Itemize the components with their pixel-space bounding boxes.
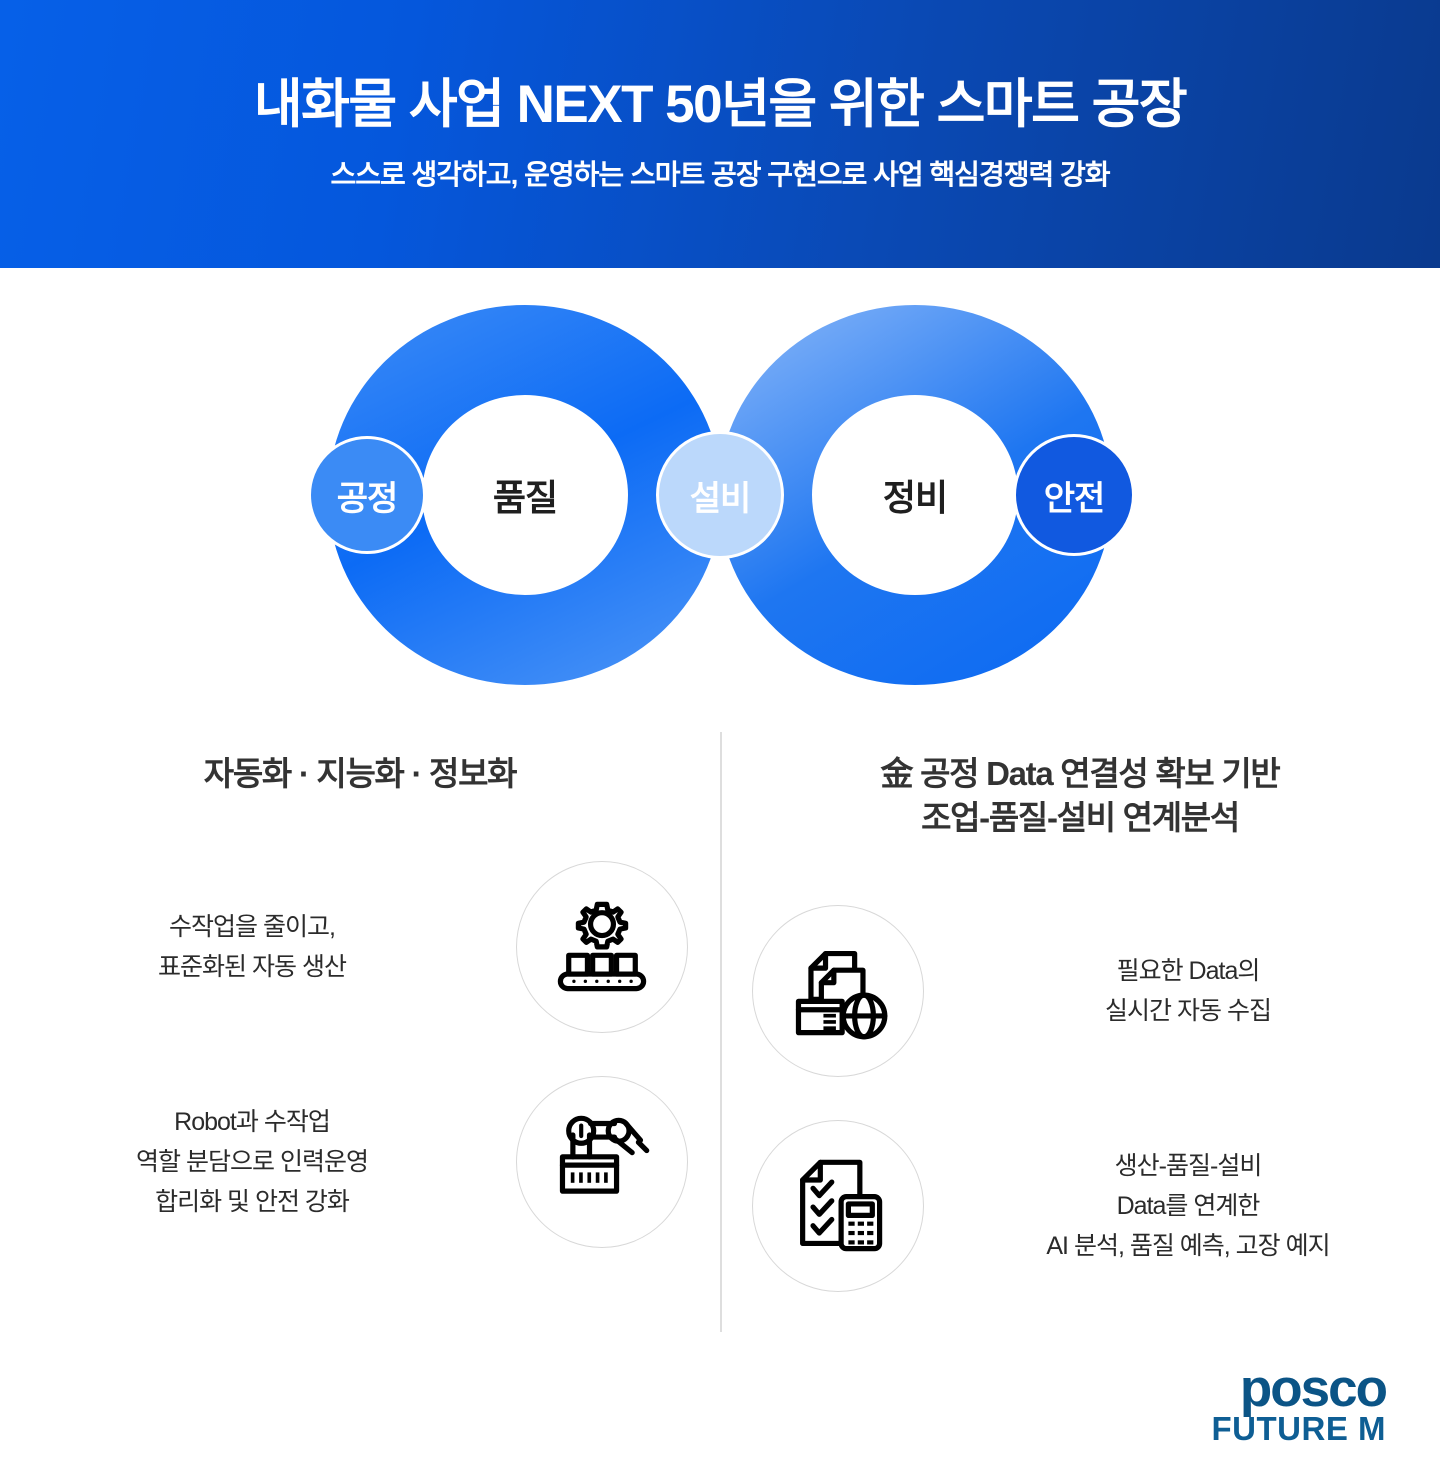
list-item-line: 필요한 Data의 — [1116, 957, 1261, 986]
list-item-line: 표준화된 자동 생산 — [158, 953, 347, 982]
list-item-line: AI 분석, 품질 예측, 고장 예지 — [1046, 1232, 1330, 1261]
logo-future-m-text: FUTURE M — [1211, 1410, 1386, 1448]
logo-posco-text: posco — [1239, 1359, 1388, 1419]
list-item-line: Data를 연계한 — [1116, 1192, 1261, 1221]
list-item: 수작업을 줄이고, 표준화된 자동 생산 — [10, 840, 710, 1055]
left-column-heading: 자동화 · 지능화 · 정보화 — [203, 755, 518, 792]
page-title: 내화물 사업 NEXT 50년을 위한 스마트 공장 — [253, 74, 1188, 134]
right-column-heading-line1: 金 공정 Data 연결성 확보 기반 — [880, 755, 1281, 792]
diagram-node-process: 공정 — [308, 436, 426, 554]
documents-globe-icon — [752, 905, 924, 1078]
list-item-line: Robot과 수작업 — [174, 1108, 331, 1137]
checklist-calculator-icon-glyph — [800, 1159, 883, 1252]
list-item: Robot과 수작업 역할 분담으로 인력운영 합리화 및 안전 강화 — [10, 1055, 710, 1270]
column-divider — [720, 732, 722, 1332]
list-item-line: 생산-품질-설비 — [1114, 1152, 1263, 1181]
list-item-line: 합리화 및 안전 강화 — [155, 1188, 350, 1217]
page-subtitle: 스스로 생각하고, 운영하는 스마트 공장 구현으로 사업 핵심경쟁력 강화 — [330, 159, 1110, 191]
robot-arm-icon-glyph — [559, 1116, 650, 1195]
list-item-line: 수작업을 줄이고, — [169, 913, 336, 942]
left-column-rows: 수작업을 줄이고, 표준화된 자동 생산 — [10, 840, 710, 1270]
left-column: 자동화 · 지능화 · 정보화 — [10, 752, 710, 1270]
list-item: 생산-품질-설비 Data를 연계한 AI 분석, 품질 예측, 고장 예지 — [730, 1099, 1430, 1314]
list-item-text: 생산-품질-설비 Data를 연계한 AI 분석, 품질 예측, 고장 예지 — [946, 1146, 1430, 1266]
conveyor-gear-icon-glyph — [557, 902, 647, 992]
list-item-line: 실시간 자동 수집 — [1105, 997, 1272, 1026]
diagram-node-safety: 안전 — [1013, 434, 1135, 556]
right-column-rows: 필요한 Data의 실시간 자동 수집 — [730, 884, 1430, 1314]
list-item-text: Robot과 수작업 역할 분담으로 인력운영 합리화 및 안전 강화 — [10, 1102, 494, 1222]
robot-arm-icon — [516, 1076, 688, 1249]
diagram-node-equipment: 설비 — [656, 431, 784, 559]
posco-future-m-logo: posco FUTURE M — [1211, 1359, 1388, 1448]
diagram-node-label-maintenance: 정비 — [882, 477, 948, 518]
right-column: 金 공정 Data 연결성 확보 기반 조업-품질-설비 연계분석 — [730, 752, 1430, 1314]
header-banner: 내화물 사업 NEXT 50년을 위한 스마트 공장 스스로 생각하고, 운영하… — [0, 0, 1440, 268]
conveyor-gear-icon — [516, 861, 688, 1034]
documents-globe-icon-glyph — [795, 951, 888, 1040]
right-column-heading-line2: 조업-품질-설비 연계분석 — [921, 798, 1240, 836]
list-item-text: 필요한 Data의 실시간 자동 수집 — [946, 951, 1430, 1031]
list-item: 필요한 Data의 실시간 자동 수집 — [730, 884, 1430, 1099]
checklist-calculator-icon — [752, 1120, 924, 1293]
infinity-diagram: 품질 정비 공정 설비 안전 — [308, 305, 1140, 705]
list-item-text: 수작업을 줄이고, 표준화된 자동 생산 — [10, 907, 494, 987]
list-item-line: 역할 분담으로 인력운영 — [136, 1148, 369, 1177]
right-column-heading: 金 공정 Data 연결성 확보 기반 조업-품질-설비 연계분석 — [730, 752, 1430, 840]
diagram-node-label-quality: 품질 — [492, 477, 558, 518]
